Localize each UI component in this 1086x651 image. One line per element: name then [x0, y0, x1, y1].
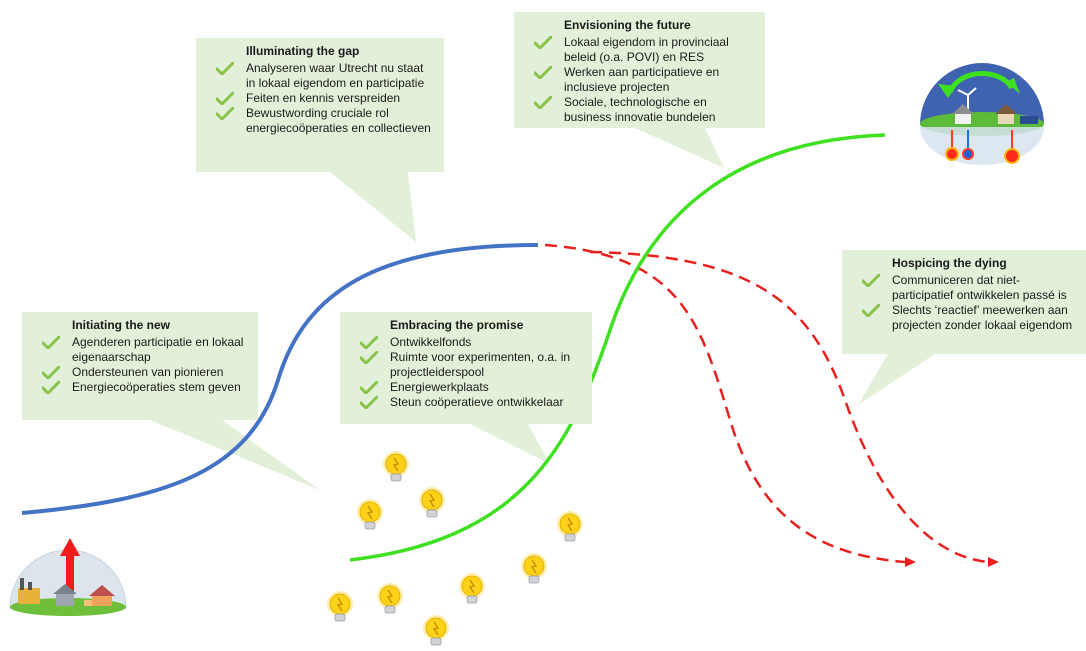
lightbulb-icon	[423, 615, 449, 646]
initiating-item: Ondersteunen van pionieren	[41, 365, 250, 380]
check-icon	[533, 65, 553, 80]
illuminating-item-text: Analyseren waar Utrecht nu staat in loka…	[246, 61, 425, 90]
illuminating-item-text: Bewustwording cruciale rol energiecoöper…	[246, 106, 431, 135]
embracing-item-text: Energiewerkplaats	[390, 380, 489, 394]
lightbulb-icon	[383, 451, 409, 482]
embracing-callout-tail	[470, 424, 550, 464]
old-energy-dome-icon	[9, 538, 127, 616]
embracing-item: Energiewerkplaats	[359, 380, 584, 395]
initiating-title: Initiating the new	[72, 318, 170, 332]
embracing-item-text: Steun coöperatieve ontwikkelaar	[390, 395, 564, 409]
lightbulbs-group	[327, 451, 583, 646]
lightbulb-icon	[419, 487, 445, 518]
embracing-item: Steun coöperatieve ontwikkelaar	[359, 395, 584, 410]
red-dashed-decline-curve-1	[544, 243, 906, 564]
envisioning-item-text: Sociale, technologische en business inno…	[564, 95, 716, 124]
hospicing-item-text: Slechts ‘reactief’ meewerken aan project…	[892, 303, 1073, 332]
envisioning-item: Lokaal eigendom in provinciaal beleid (o…	[533, 35, 757, 65]
initiating-item-text: Ondersteunen van pionieren	[72, 365, 224, 379]
illuminating-callout: Illuminating the gap Analyseren waar Utr…	[196, 38, 444, 172]
illuminating-item: Analyseren waar Utrecht nu staat in loka…	[215, 61, 436, 91]
lightbulb-icon	[357, 499, 383, 530]
illuminating-title: Illuminating the gap	[246, 44, 360, 58]
lightbulb-icon	[327, 591, 353, 622]
check-icon	[861, 303, 881, 318]
embracing-item: Ruimte voor experimenten, o.a. in projec…	[359, 350, 584, 380]
envisioning-callout-tail	[635, 128, 724, 168]
heat-marker-red-left	[945, 147, 959, 161]
check-icon	[359, 335, 379, 350]
hospicing-item-text: Communiceren dat niet-participatief ontw…	[892, 273, 1067, 302]
cold-marker-blue	[962, 148, 974, 160]
check-icon	[359, 395, 379, 410]
check-icon	[861, 273, 881, 288]
check-icon	[41, 335, 61, 350]
embracing-title: Embracing the promise	[390, 318, 524, 332]
lightbulb-icon	[377, 583, 403, 614]
heat-marker-red-right	[1004, 148, 1020, 164]
hospicing-title: Hospicing the dying	[892, 256, 1007, 270]
hospicing-callout: Hospicing the dying Communiceren dat nie…	[842, 250, 1086, 354]
red-dashed-decline-curve-2	[589, 250, 989, 564]
check-icon	[41, 365, 61, 380]
envisioning-item-text: Werken aan participatieve en inclusieve …	[564, 65, 720, 94]
illuminating-item-text: Feiten en kennis verspreiden	[246, 91, 401, 105]
check-icon	[215, 106, 235, 121]
initiating-callout: Initiating the new Agenderen participati…	[22, 312, 258, 420]
initiating-item-text: Agenderen participatie en lokaal eigenaa…	[72, 335, 244, 364]
check-icon	[533, 95, 553, 110]
lightbulb-icon	[557, 511, 583, 542]
hospicing-item: Communiceren dat niet-participatief ontw…	[861, 273, 1078, 303]
hospicing-item: Slechts ‘reactief’ meewerken aan project…	[861, 303, 1078, 333]
lightbulb-icon	[521, 553, 547, 584]
initiating-callout-tail	[150, 420, 320, 490]
sustainable-community-dome-icon	[920, 63, 1044, 165]
envisioning-item-text: Lokaal eigendom in provinciaal beleid (o…	[564, 35, 729, 64]
initiating-item: Energiecoöperaties stem geven	[41, 380, 250, 395]
check-icon	[41, 380, 61, 395]
check-icon	[533, 35, 553, 50]
initiating-item: Agenderen participatie en lokaal eigenaa…	[41, 335, 250, 365]
green-emerging-system-curve	[349, 133, 886, 562]
red-arrowhead-2	[988, 557, 999, 567]
envisioning-title: Envisioning the future	[564, 18, 691, 32]
initiating-item-text: Energiecoöperaties stem geven	[72, 380, 241, 394]
envisioning-item: Werken aan participatieve en inclusieve …	[533, 65, 757, 95]
red-arrowhead-1	[905, 557, 916, 567]
embracing-item-text: Ontwikkelfonds	[390, 335, 472, 349]
embracing-callout: Embracing the promise Ontwikkelfonds Rui…	[340, 312, 592, 424]
check-icon	[215, 91, 235, 106]
check-icon	[359, 350, 379, 365]
check-icon	[359, 380, 379, 395]
check-icon	[215, 61, 235, 76]
lightbulb-icon	[459, 573, 485, 604]
illuminating-item: Feiten en kennis verspreiden	[215, 91, 436, 106]
embracing-item-text: Ruimte voor experimenten, o.a. in projec…	[390, 350, 571, 379]
blue-dominant-system-curve	[21, 243, 539, 515]
illuminating-item: Bewustwording cruciale rol energiecoöper…	[215, 106, 436, 136]
embracing-item: Ontwikkelfonds	[359, 335, 584, 350]
envisioning-item: Sociale, technologische en business inno…	[533, 95, 757, 125]
illuminating-callout-tail	[330, 172, 416, 242]
hospicing-callout-tail	[858, 354, 935, 405]
envisioning-callout: Envisioning the future Lokaal eigendom i…	[514, 12, 765, 128]
